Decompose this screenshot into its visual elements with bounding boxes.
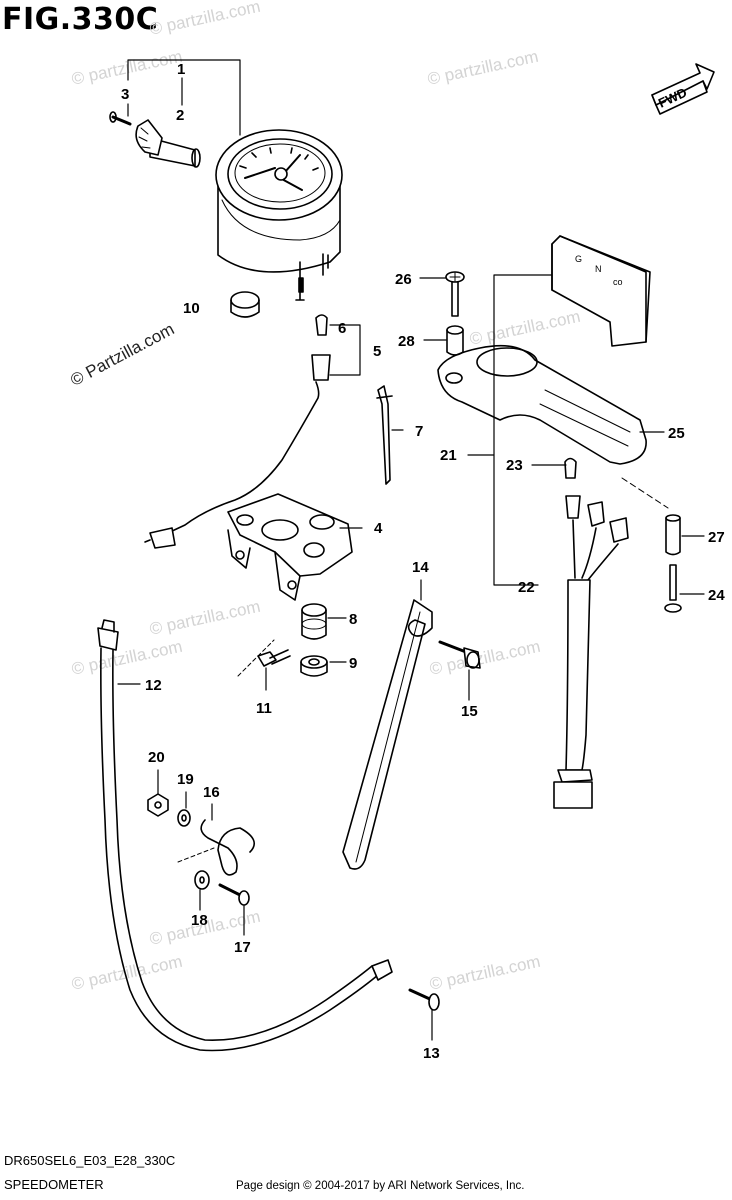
callout-1: 1: [177, 61, 185, 78]
callout-12: 12: [145, 677, 162, 694]
rubber-cushion: [230, 291, 260, 318]
callout-19: 19: [177, 771, 194, 788]
svg-text:co: co: [613, 277, 623, 287]
lamp-socket-harness: [553, 457, 629, 809]
callout-16: 16: [203, 784, 220, 801]
callout-labels: 1 2 3 4 5 6 7 8 9 10 11 12 13 14 15 16 1…: [121, 61, 725, 1062]
fwd-arrow-icon: FWD: [651, 63, 715, 115]
screw: [109, 111, 132, 126]
meter-bracket: [227, 493, 353, 601]
collar: [446, 325, 464, 356]
callout-22: 22: [518, 579, 535, 596]
lamp-socket-harness: [144, 314, 331, 549]
bolt: [237, 639, 291, 677]
fwd-label: FWD: [656, 85, 689, 111]
callout-24: 24: [708, 587, 725, 604]
callout-2: 2: [176, 107, 184, 124]
callout-3: 3: [121, 86, 129, 103]
callout-8: 8: [349, 611, 357, 628]
callout-13: 13: [423, 1045, 440, 1062]
callout-26: 26: [395, 271, 412, 288]
cable-guide: [342, 599, 433, 870]
screw: [664, 564, 682, 613]
callout-17: 17: [234, 939, 251, 956]
figure-title: FIG.330C: [2, 2, 159, 37]
page-credit: Page design © 2004-2017 by ARI Network S…: [236, 1180, 525, 1192]
figure-name: SPEEDOMETER: [4, 1177, 104, 1192]
callout-15: 15: [461, 703, 478, 720]
callout-28: 28: [398, 333, 415, 350]
nut: [300, 655, 328, 677]
callout-10: 10: [183, 300, 200, 317]
callout-21: 21: [440, 447, 457, 464]
collar: [621, 477, 681, 556]
callout-11: 11: [256, 700, 272, 717]
trip-reset-knob: [135, 119, 201, 168]
screw: [445, 271, 465, 317]
speedometer-gauge: [215, 129, 343, 301]
callout-23: 23: [506, 457, 523, 474]
svg-text:N: N: [595, 264, 602, 274]
svg-text:G: G: [575, 254, 582, 264]
speedometer-cable: [97, 619, 393, 1052]
callout-7: 7: [415, 423, 423, 440]
callout-27: 27: [708, 529, 725, 546]
screw: [408, 988, 440, 1011]
callout-4: 4: [374, 520, 383, 537]
bolt: [438, 640, 481, 669]
callout-9: 9: [349, 655, 357, 672]
callout-25: 25: [668, 425, 685, 442]
callout-5: 5: [373, 343, 381, 360]
callout-14: 14: [412, 559, 429, 576]
cable-clamp: [200, 819, 256, 876]
indicator-light-unit: G N co: [437, 235, 651, 465]
model-code: DR650SEL6_E03_E28_330C: [4, 1153, 176, 1168]
cable-tie: [376, 385, 393, 485]
callout-18: 18: [191, 912, 208, 929]
washer: [177, 809, 191, 827]
leader-lines: [117, 59, 705, 1041]
grommet: [301, 603, 327, 640]
nut: [147, 793, 169, 817]
screw: [177, 847, 250, 906]
washer: [194, 870, 210, 890]
callout-20: 20: [148, 749, 165, 766]
callout-6: 6: [338, 320, 346, 337]
